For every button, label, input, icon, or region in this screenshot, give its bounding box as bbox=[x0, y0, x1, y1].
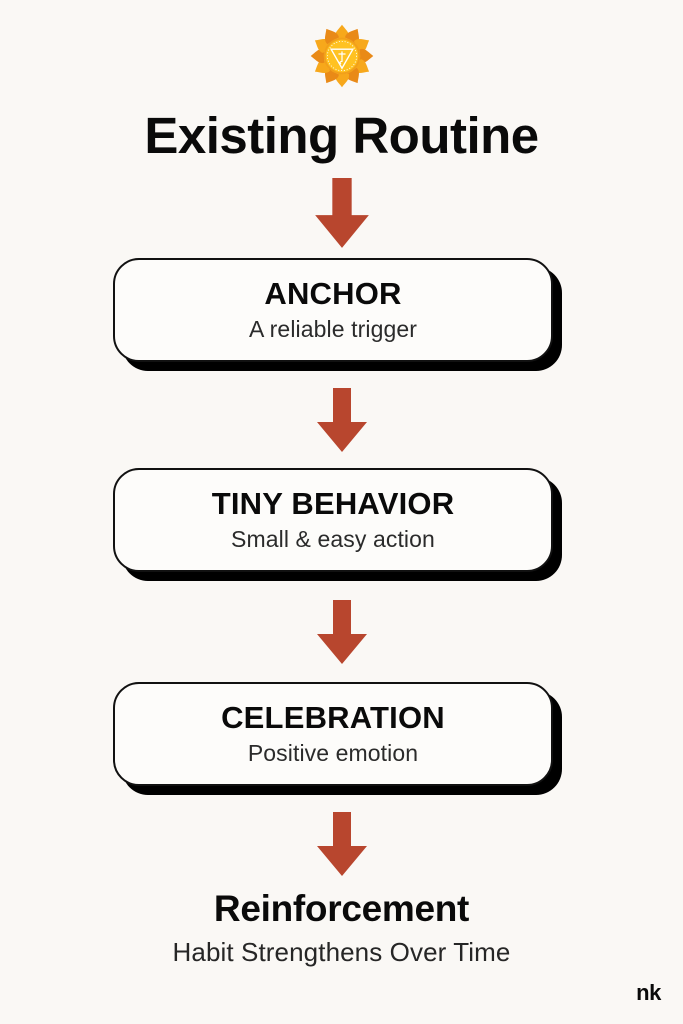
down-arrow-icon bbox=[316, 388, 367, 452]
flow-arrow-3 bbox=[315, 600, 369, 666]
step-card-subtitle: A reliable trigger bbox=[249, 315, 417, 342]
step-card-subtitle: Positive emotion bbox=[247, 739, 419, 766]
step-card-subtitle: Small & easy action bbox=[231, 525, 435, 552]
emblem-container bbox=[0, 22, 683, 90]
page-title: Existing Routine bbox=[144, 107, 539, 164]
step-card-tiny-behavior[interactable]: TINY BEHAVIOR Small & easy action bbox=[113, 468, 553, 572]
step-card-title: TINY BEHAVIOR bbox=[211, 486, 455, 522]
down-arrow-icon bbox=[314, 178, 369, 248]
flow-arrow-2 bbox=[315, 388, 369, 454]
reinforcement-title: Reinforcement bbox=[213, 888, 470, 929]
flow-arrow-4 bbox=[315, 812, 369, 878]
down-arrow-icon bbox=[316, 600, 367, 664]
reinforcement-subtitle: Habit Strengthens Over Time bbox=[172, 936, 511, 967]
down-arrow-icon bbox=[316, 812, 367, 876]
manipura-chakra-icon bbox=[310, 24, 373, 88]
step-card-title: CELEBRATION bbox=[221, 700, 445, 736]
step-card-title: ANCHOR bbox=[264, 276, 402, 312]
step-card-celebration[interactable]: CELEBRATION Positive emotion bbox=[113, 682, 553, 786]
step-card-anchor[interactable]: ANCHOR A reliable trigger bbox=[113, 258, 553, 362]
watermark: nk bbox=[636, 980, 661, 1005]
reinforcement-block: Reinforcement Habit Strengthens Over Tim… bbox=[0, 888, 683, 968]
flow-arrow-1 bbox=[313, 178, 371, 250]
